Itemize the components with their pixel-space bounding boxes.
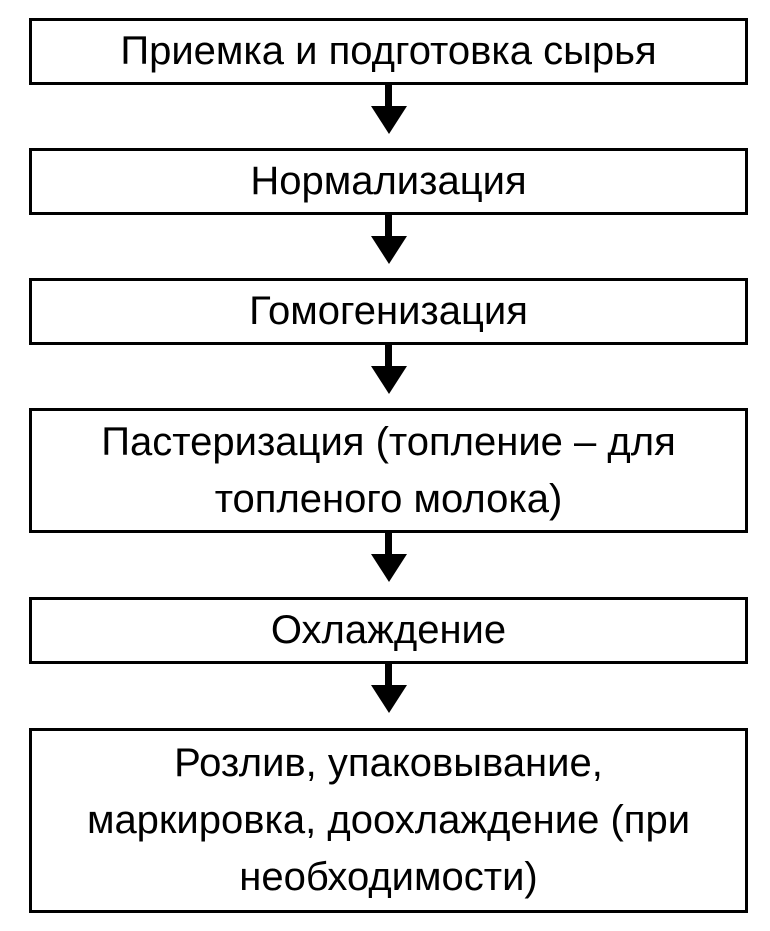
down-arrow-stem: [385, 533, 392, 554]
process-flowchart: Приемка и подготовка сырья Нормализация …: [29, 18, 748, 913]
step-label: Охлаждение: [270, 608, 507, 652]
flow-arrow: [29, 85, 748, 148]
step-box-cooling: Охлаждение: [29, 597, 748, 664]
down-arrow-icon: [370, 366, 407, 394]
step-label: Приемка и подготовка сырья: [120, 29, 657, 73]
step-label: Пастеризация (топление – для топленого м…: [101, 419, 676, 521]
down-arrow-stem: [385, 215, 392, 236]
flow-arrow: [29, 664, 748, 728]
step-box-homogenization: Гомогенизация: [29, 278, 748, 345]
flow-arrow: [29, 533, 748, 597]
step-box-pasteurization: Пастеризация (топление – для топленого м…: [29, 408, 748, 533]
down-arrow-stem: [385, 345, 392, 366]
down-arrow-icon: [370, 236, 407, 264]
down-arrow-icon: [370, 685, 407, 713]
step-box-raw-material-reception: Приемка и подготовка сырья: [29, 18, 748, 85]
flow-arrow: [29, 345, 748, 408]
step-box-normalization: Нормализация: [29, 148, 748, 215]
step-label: Розлив, упаковывание, маркировка, доохла…: [86, 741, 691, 899]
flow-arrow: [29, 215, 748, 278]
step-box-bottling-packaging: Розлив, упаковывание, маркировка, доохла…: [29, 728, 748, 913]
down-arrow-icon: [370, 554, 407, 582]
down-arrow-stem: [385, 85, 392, 106]
down-arrow-stem: [385, 664, 392, 685]
down-arrow-icon: [370, 106, 407, 134]
step-label: Нормализация: [250, 159, 527, 203]
step-label: Гомогенизация: [249, 289, 528, 333]
